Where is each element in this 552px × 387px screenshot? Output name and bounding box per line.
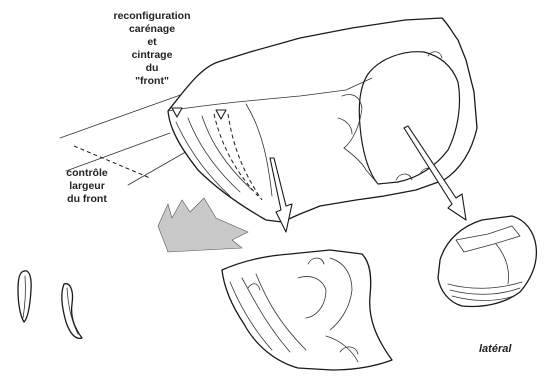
- controle-label: contrôle largeur du front: [66, 167, 108, 205]
- reconfiguration-line-5: du: [146, 62, 159, 74]
- lateral-core-outline: [438, 216, 536, 306]
- bladelet-1: [18, 271, 31, 322]
- bladelets: [18, 271, 82, 339]
- reconfiguration-line-2: carénage: [129, 23, 175, 35]
- reconfiguration-line-3: et: [147, 36, 157, 48]
- grey-chevron-shape: [158, 198, 248, 252]
- lateral-view-core: [438, 216, 536, 306]
- lower-core-front: [222, 250, 392, 370]
- reconfiguration-line-6: "front": [135, 75, 169, 87]
- bladelet-2: [62, 284, 82, 339]
- leader-line-upper-diagonal: [66, 133, 170, 171]
- lateral-label: latéral: [479, 343, 512, 355]
- controle-line-3: du front: [67, 193, 107, 205]
- main-core-block: [168, 18, 477, 222]
- reconfiguration-line-1: reconfiguration: [113, 10, 190, 22]
- core-outline: [168, 18, 477, 222]
- controle-line-2: largeur: [69, 180, 105, 192]
- reconfiguration-line-4: cintrage: [132, 49, 173, 61]
- reconfiguration-label: reconfiguration carénage et cintrage du …: [113, 10, 190, 87]
- lower-core-outline: [222, 250, 392, 370]
